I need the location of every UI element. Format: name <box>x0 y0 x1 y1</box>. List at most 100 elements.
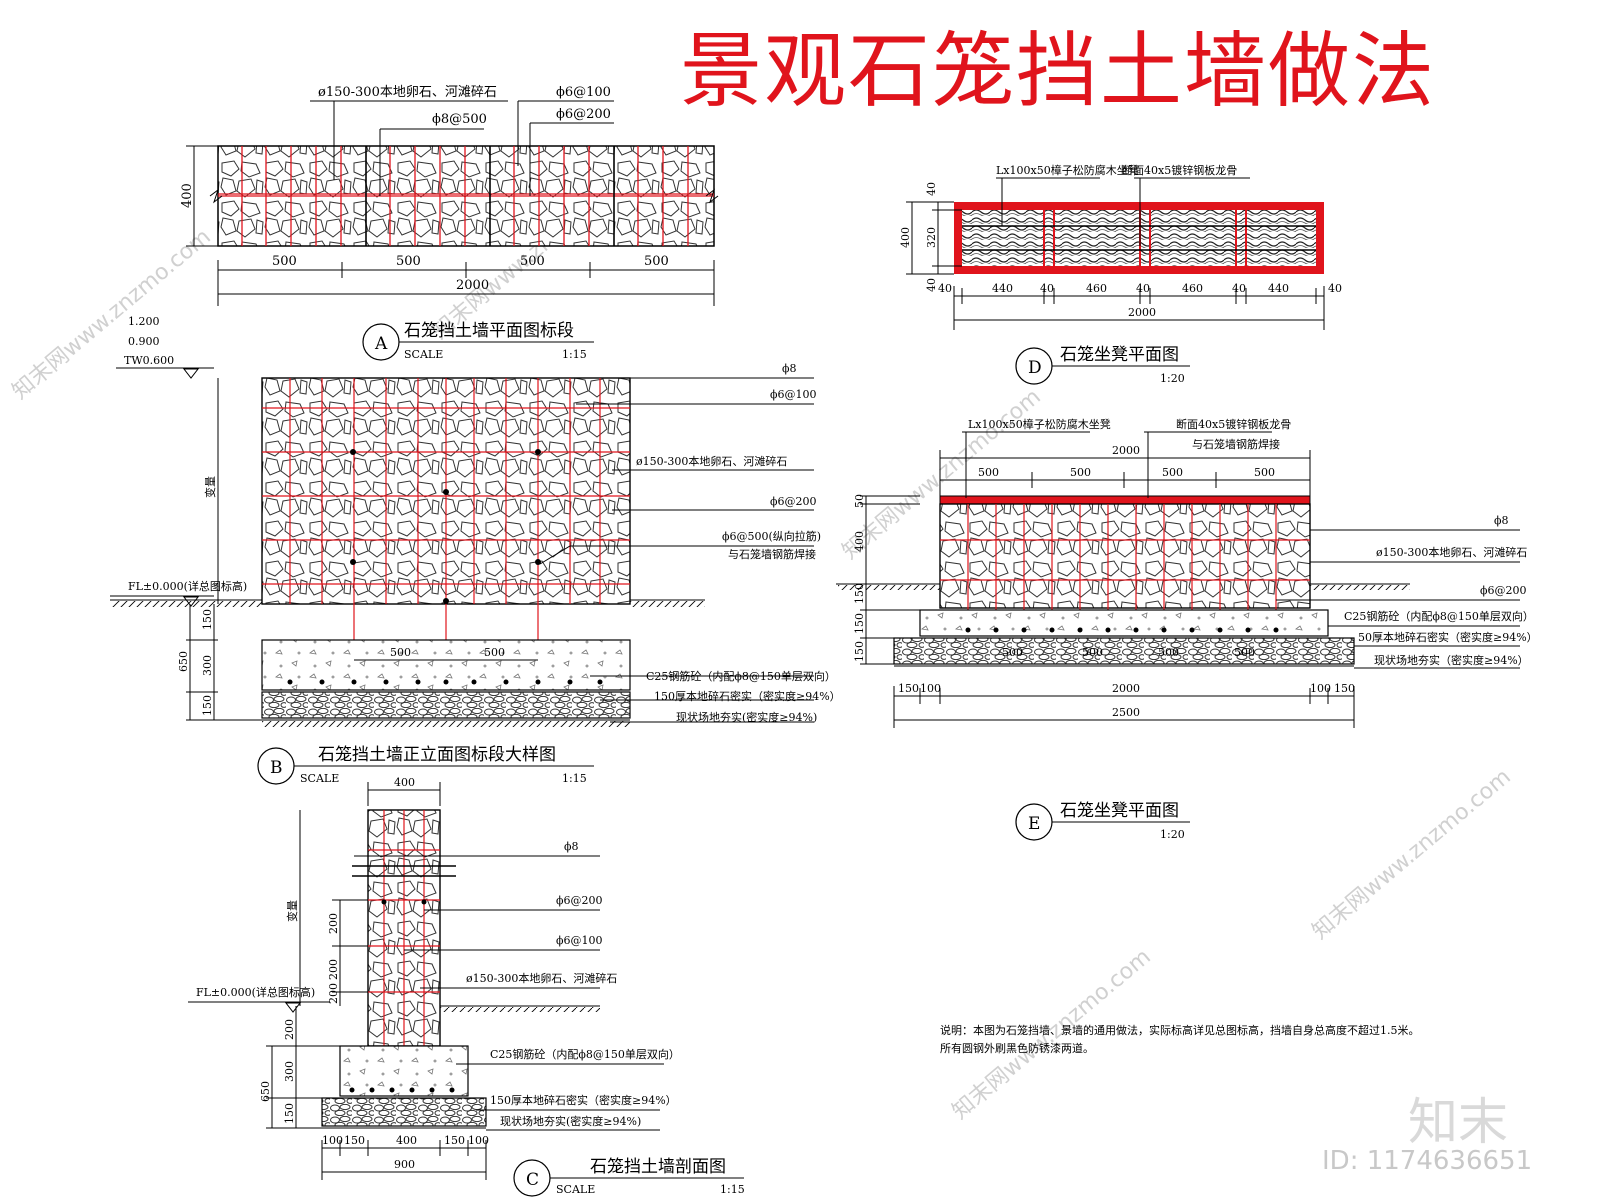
dim-c-l4: 200 <box>283 1019 296 1040</box>
dim-e-base-4: 500 <box>1234 646 1255 659</box>
label-b-c25: C25钢筋砼（内配ϕ8@150单层双向） <box>646 669 836 683</box>
dim-e-left-4: 150 <box>853 613 866 634</box>
label-b-phi8: ϕ8 <box>782 362 797 375</box>
dim-c-b5: 100 <box>468 1134 489 1147</box>
label-e-stone: ø150-300本地卵石、河滩碎石 <box>1376 545 1527 559</box>
label-b-phi6-200: ϕ6@200 <box>770 495 817 508</box>
label-a-phi8-500: ϕ8@500 <box>432 112 487 127</box>
dim-c-b4: 150 <box>444 1134 465 1147</box>
note-line-2: 所有圆钢外刷黑色防锈漆两道。 <box>940 1041 1094 1055</box>
view-d-letter: D <box>1028 358 1042 378</box>
brand-logo: 知末 <box>1408 1093 1508 1151</box>
dim-a-4: 500 <box>644 254 669 269</box>
view-e-letter: E <box>1028 814 1040 834</box>
dim-b-left-1: 150 <box>201 609 214 630</box>
label-b-gravel: 150厚本地碎石密实（密实度≥94%） <box>654 689 841 703</box>
label-c-phi8: ϕ8 <box>564 840 579 853</box>
label-d-steel: 断面40x5镀锌钢板龙骨 <box>1122 163 1237 177</box>
dim-c-total: 900 <box>394 1158 415 1171</box>
label-b-phi6-500b: 与石笼墙钢筋焊接 <box>728 547 816 561</box>
label-e-c25: C25钢筋砼（内配ϕ8@150单层双向） <box>1344 609 1534 623</box>
dim-d-3: 40 <box>1040 282 1054 295</box>
dim-c-b1: 100 <box>322 1134 343 1147</box>
dim-a-height: 400 <box>180 183 195 208</box>
dim-e-left-3: 150 <box>853 583 866 604</box>
label-c-gravel: 150厚本地碎石密实（密实度≥94%） <box>490 1093 677 1107</box>
dim-d-total: 2000 <box>1128 306 1156 319</box>
label-e-steel-b: 与石笼墙钢筋焊接 <box>1192 437 1280 451</box>
label-e-subgrade: 现状场地夯实（密实度≥94%） <box>1374 653 1529 667</box>
dim-b-left-2: 300 <box>201 655 214 676</box>
dim-d-2: 440 <box>992 282 1013 295</box>
label-e-phi6-200: ϕ6@200 <box>1480 584 1527 597</box>
page-title: 景观石笼挡土墙做法 <box>680 24 1437 119</box>
view-c-scale-word: SCALE <box>556 1183 595 1196</box>
view-d-title: 石笼坐凳平面图 <box>1060 345 1179 365</box>
dim-c-l7: 150 <box>283 1103 296 1124</box>
view-b-title: 石笼挡土墙正立面图标段大样图 <box>318 745 556 765</box>
label-c-c25: C25钢筋砼（内配ϕ8@150单层双向） <box>490 1047 680 1061</box>
view-c-letter: C <box>526 1170 539 1190</box>
label-c-stone: ø150-300本地卵石、河滩碎石 <box>466 971 617 985</box>
label-b-stone: ø150-300本地卵石、河滩碎石 <box>636 454 787 468</box>
document-id: ID: 1174636651 <box>1322 1146 1533 1176</box>
dim-e-top-1: 500 <box>978 466 999 479</box>
dim-c-l5: 300 <box>283 1061 296 1082</box>
label-c-subgrade: 现状场地夯实(密实度≥94%) <box>500 1114 641 1128</box>
label-e-wood: Lx100x50樟子松防腐木坐凳 <box>968 417 1111 431</box>
elev-3: TW0.600 <box>124 354 174 367</box>
dim-e-b4: 100 <box>1310 682 1331 695</box>
view-c-title: 石笼挡土墙剖面图 <box>590 1157 726 1177</box>
dim-e-left-1: 50 <box>853 494 866 508</box>
dim-e-top-4: 500 <box>1254 466 1275 479</box>
dim-d-4: 460 <box>1086 282 1107 295</box>
view-d: Lx100x50樟子松防腐木坐凳 断面40x5镀锌钢板龙骨 40 320 400… <box>899 163 1342 385</box>
dim-c-l2: 200 <box>327 959 340 980</box>
label-fl-b: FL±0.000(详总图标高) <box>128 579 247 593</box>
dim-b-2: 500 <box>484 646 505 659</box>
dim-d-left-2: 320 <box>925 227 938 248</box>
label-e-steel: 断面40x5镀锌钢板龙骨 <box>1176 417 1291 431</box>
dim-c-top: 400 <box>394 776 415 789</box>
view-e: 500 500 500 500 2000 500 500 500 500 Lx1… <box>836 417 1538 841</box>
dim-e-top-3: 500 <box>1162 466 1183 479</box>
elev-1: 1.200 <box>128 315 160 328</box>
view-c-scale: 1:15 <box>720 1183 745 1196</box>
view-b-scale: 1:15 <box>562 772 587 785</box>
dim-c-l1: 200 <box>327 913 340 934</box>
view-a-letter: A <box>374 334 388 354</box>
label-fl-c: FL±0.000(详总图标高) <box>196 985 315 999</box>
label-e-phi8: ϕ8 <box>1494 514 1509 527</box>
label-varies-c: 变量 <box>285 900 299 922</box>
dim-d-left-4: 40 <box>925 278 938 292</box>
dim-a-total: 2000 <box>456 278 489 293</box>
dim-e-b5: 150 <box>1334 682 1355 695</box>
dim-e-total: 2500 <box>1112 706 1140 719</box>
dim-a-3: 500 <box>520 254 545 269</box>
dim-c-b2: 150 <box>344 1134 365 1147</box>
view-d-scale: 1:20 <box>1160 372 1185 385</box>
label-a-phi6-100: ϕ6@100 <box>556 85 611 100</box>
dim-c-l3: 200 <box>327 983 340 1004</box>
dim-d-8: 440 <box>1268 282 1289 295</box>
label-e-gravel: 50厚本地碎石密实（密实度≥94%） <box>1358 630 1538 644</box>
dim-e-base-2: 500 <box>1082 646 1103 659</box>
dim-b-left-4: 150 <box>201 695 214 716</box>
dim-d-6: 460 <box>1182 282 1203 295</box>
dim-e-b3: 2000 <box>1112 682 1140 695</box>
view-e-scale: 1:20 <box>1160 828 1185 841</box>
elev-2: 0.900 <box>128 335 160 348</box>
dim-e-left-2: 400 <box>853 531 866 552</box>
watermark: 知末网www.znzmo.com <box>8 224 216 404</box>
dim-d-left-3: 400 <box>899 227 912 248</box>
view-a-scale-word: SCALE <box>404 348 443 361</box>
view-b-scale-word: SCALE <box>300 772 339 785</box>
label-a-stone: ø150-300本地卵石、河滩碎石 <box>318 85 497 100</box>
view-c: 400 100 150 400 150 100 900 变量 200 200 2… <box>188 776 745 1197</box>
label-b-phi6-500a: ϕ6@500(纵向拉筋) <box>722 529 821 543</box>
dim-b-1: 500 <box>390 646 411 659</box>
label-c-phi6-200: ϕ6@200 <box>556 894 603 907</box>
dim-e-left-5: 150 <box>853 641 866 662</box>
dim-d-left-1: 40 <box>925 182 938 196</box>
